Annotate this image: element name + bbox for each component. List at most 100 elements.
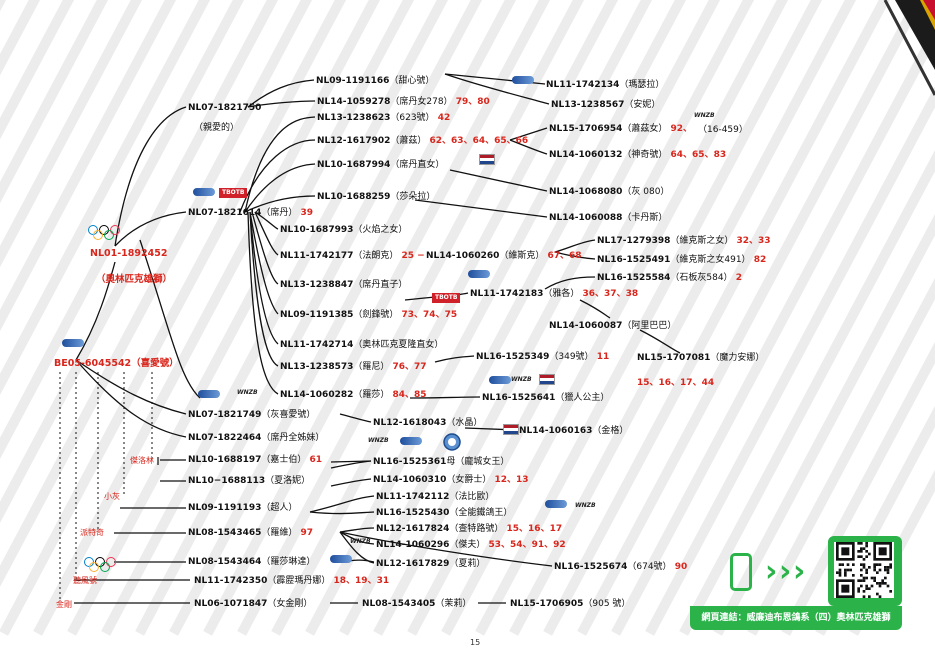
bird-name: （劍鋒號） <box>353 310 399 320</box>
ring-number: NL14-1060088 <box>549 213 623 223</box>
pedigree-link <box>254 211 279 230</box>
netherlands-flag-icon <box>479 154 495 165</box>
qr-module <box>889 563 892 566</box>
bird-name: （夏洛妮） <box>265 476 311 486</box>
qr-module <box>857 542 860 545</box>
pedigree-node: NL09-1191385（劍鋒號） 73、74、75 <box>280 310 457 321</box>
bird-name: （蕭茲女） <box>622 124 668 134</box>
bird-name: （奧林匹克夏隆直女） <box>353 340 444 350</box>
pedigree-node: NL14-1060163（金格） <box>519 426 628 437</box>
result-numbers: 32、33 <box>733 236 771 246</box>
pedigree-node: NL14-1060087（阿里巴巴） <box>549 321 676 332</box>
pedigree-node: NL06-1071847（女金剛） <box>194 599 312 610</box>
pedigree-link <box>251 211 279 285</box>
bird-name: （火焰之女） <box>353 225 408 235</box>
ring-number: NL14-1060310 <box>373 475 447 485</box>
ring-number: NL11-1742350 <box>194 576 268 586</box>
result-numbers: 18、19、31 <box>330 576 390 586</box>
bird-name: （奧林匹克雄獅） <box>96 274 173 285</box>
result-numbers: 15、16、17、44 <box>637 378 715 388</box>
pedigree-node: NL16-1525491（維克斯之女491） 82 <box>597 255 766 266</box>
qr-module <box>868 595 871 598</box>
qr-module <box>878 568 882 572</box>
ring-number: NL16-1525430 <box>376 508 450 518</box>
ring-number: NL11-1742183 <box>470 289 544 299</box>
qr-module <box>844 568 847 572</box>
medal-icon <box>443 433 461 451</box>
pedigree-link <box>339 527 375 533</box>
bird-name: （全能鐵鴿王） <box>449 508 513 518</box>
ring-number: NL16-1525674 <box>554 562 628 572</box>
pedigree-link <box>254 211 279 256</box>
result-numbers: 2 <box>732 273 742 283</box>
pedigree-link <box>247 211 279 395</box>
pedigree-node: NL10-1687994（席丹直女） <box>317 160 444 171</box>
qr-module <box>865 568 868 572</box>
pedigree-node: NL11-1742714（奧林匹克夏隆直女） <box>280 340 443 351</box>
ring-number: NL10−1688113 <box>188 476 266 486</box>
qr-module <box>889 566 892 569</box>
qr-module <box>868 566 871 569</box>
wnzb-logo-icon: WNZB <box>694 112 715 119</box>
qr-module <box>876 571 879 574</box>
pedigree-link <box>247 100 316 108</box>
result-numbers: 76、77 <box>389 362 427 372</box>
pedigree-link <box>249 211 279 367</box>
race-logo-icon <box>193 188 215 196</box>
bird-name: （席丹直女） <box>390 160 445 170</box>
pedigree-node: NL16-1525674（674號） 90 <box>554 562 687 573</box>
bird-name: （蕭茲） <box>390 136 427 146</box>
wnzb-logo-icon: WNZB <box>237 389 258 396</box>
pedigree-node: NL14-1059278（席丹女278） 79、80 <box>317 97 490 108</box>
ring-number: NL16-1525641 <box>482 393 556 403</box>
ring-number: NL14-1060296 <box>376 540 450 550</box>
ring-number: NL12-1617824 <box>376 524 450 534</box>
bird-name: （女爵士） <box>446 475 492 485</box>
bird-name: （法比歐） <box>449 492 495 502</box>
qr-module <box>857 550 860 553</box>
bird-name: （傑夫） <box>449 540 486 550</box>
pedigree-link <box>75 359 187 438</box>
ring-number: NL17-1279398 <box>597 236 671 246</box>
qr-module <box>852 574 855 577</box>
ring-number: NL15-1706905 <box>510 599 584 609</box>
result-numbers: 92、 <box>667 124 693 134</box>
ring-number: NL12-1617829 <box>376 559 450 569</box>
qr-module <box>860 555 863 558</box>
pedigree-link <box>249 211 279 345</box>
ring-number: NL16-1525584 <box>597 273 671 283</box>
race-logo-icon <box>198 390 220 398</box>
bird-name: （雅各） <box>543 289 580 299</box>
qr-module <box>838 574 842 577</box>
result-numbers: 12、13 <box>491 475 529 485</box>
bird-name: （阿里巴巴） <box>622 321 677 331</box>
pedigree-node: NL07-1822464（席丹全姊妹） <box>188 433 324 444</box>
side-label: 傑洛林 <box>130 456 154 465</box>
pedigree-node: NL10−1688113（夏洛妮） <box>188 476 310 487</box>
race-logo-icon <box>330 555 352 563</box>
pedigree-node: NL07-1821750 <box>188 103 261 114</box>
qr-module <box>878 595 882 598</box>
bird-name: （席丹直子） <box>353 280 408 290</box>
qr-module <box>884 566 887 569</box>
pedigree-node: NL09-1191166（甜心號） <box>316 76 434 87</box>
qr-module <box>876 582 879 585</box>
qr-module <box>886 568 890 572</box>
qr-module <box>878 563 882 566</box>
pedigree-node: NL12-1617824（查特路號） 15、16、17 <box>376 524 562 535</box>
ring-number: NL14-1060087 <box>549 321 623 331</box>
ring-number: NL08-1543465 <box>188 528 262 538</box>
qr-module <box>852 563 855 566</box>
qr-code-icon[interactable] <box>834 542 894 598</box>
qr-module <box>857 587 860 590</box>
pedigree-node: NL16-1525584（石板灰584） 2 <box>597 273 742 284</box>
pedigree-link <box>339 531 553 567</box>
ring-number: NL14-1060163 <box>519 426 593 436</box>
pedigree-link <box>414 199 548 218</box>
pedigree-node: NL15-1706905（905 號） <box>510 599 630 610</box>
web-link-label[interactable]: 網頁連結：威廉迪布恩鴿系（四）奧林匹克雄獅 <box>690 606 902 630</box>
qr-module <box>870 584 874 588</box>
ring-number: NL15-1707081 <box>637 353 711 363</box>
qr-module <box>860 550 863 553</box>
